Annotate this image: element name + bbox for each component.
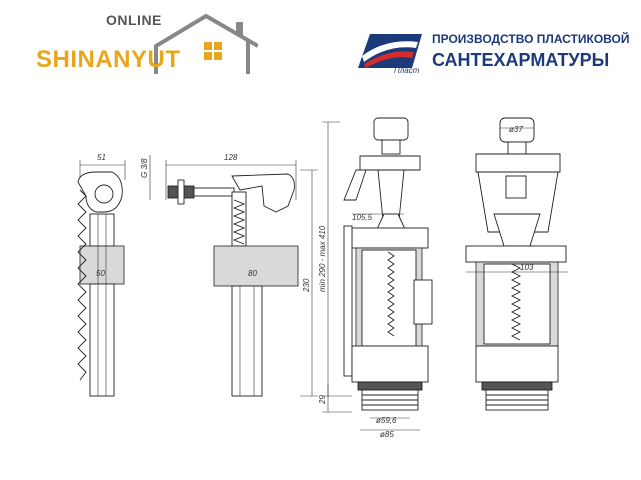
logo-online-text: ONLINE	[106, 12, 162, 28]
dim-range-label: min 290 - max 410	[318, 225, 327, 292]
dim-50-label: 50	[96, 269, 105, 278]
dim-230-label: 230	[302, 278, 311, 293]
brand-mark-icon	[358, 34, 422, 68]
dim-37-label: ø37	[509, 125, 523, 134]
dim-51-label: 51	[97, 153, 106, 162]
dim-59-6-label: ø59,6	[376, 416, 397, 425]
fill-valve-side-view	[77, 160, 126, 397]
dim-85-label: ø85	[380, 430, 394, 439]
flush-valve-section-view	[322, 117, 433, 431]
shinanyut-logo: ONLINE SHINANYUT	[36, 12, 258, 82]
manufacturer-line1: ПРОИЗВОДСТВО ПЛАСТИКОВОЙ	[432, 32, 630, 46]
dim-103-label: 103	[520, 263, 534, 272]
manufacturer-line2: САНТЕХАРМАТУРЫ	[432, 50, 610, 70]
dim-g38-label: G 3/8	[140, 158, 149, 178]
flush-valve-front-view	[465, 117, 568, 411]
fill-valve-front-view	[149, 155, 318, 397]
dim-105-label: 105,5	[352, 213, 373, 222]
logo-brand-text: SHINANYUT	[36, 46, 181, 73]
brand-mark-text: Пласт	[394, 66, 420, 75]
manufacturer-logo: Пласт ПРОИЗВОДСТВО ПЛАСТИКОВОЙ САНТЕХАРМ…	[356, 28, 636, 80]
dim-80-label: 80	[248, 269, 257, 278]
dim-128-label: 128	[224, 153, 238, 162]
house-icon	[154, 13, 258, 74]
dim-29-label: 29	[318, 395, 327, 405]
